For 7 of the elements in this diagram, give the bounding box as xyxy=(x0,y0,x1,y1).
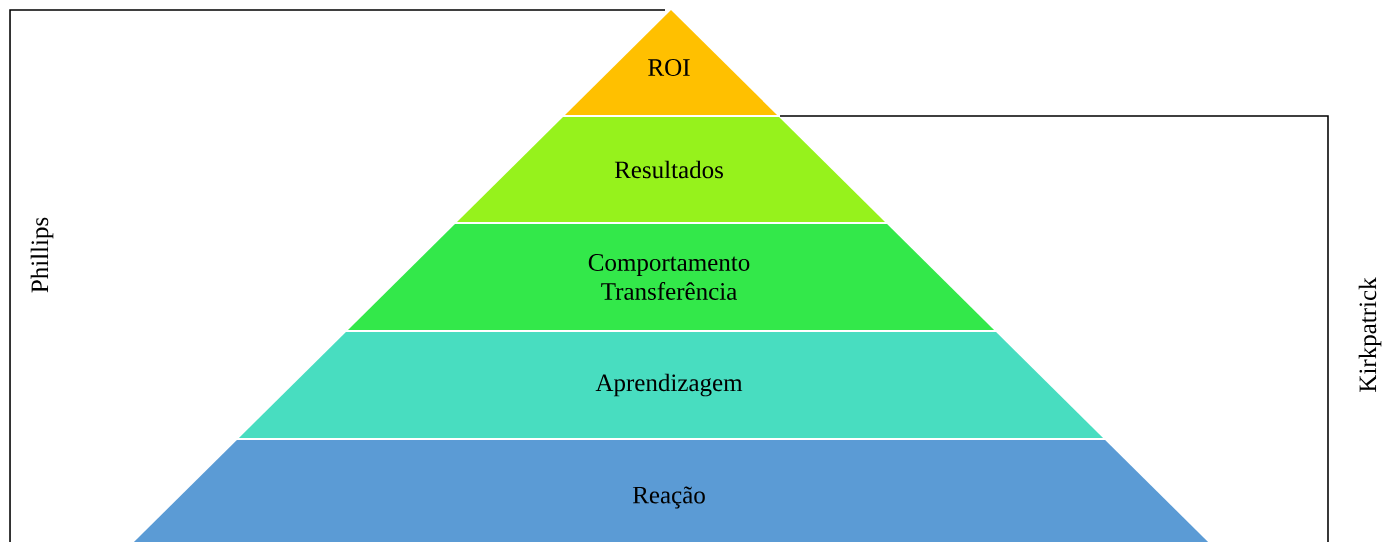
pyramid-level: Reação xyxy=(115,440,1227,542)
pyramid-level: Aprendizagem xyxy=(238,332,1104,438)
pyramid-level: Resultados xyxy=(457,117,886,222)
side-label: Phillips xyxy=(30,217,54,293)
side-label: Kirkpatrick xyxy=(1358,277,1382,392)
pyramid-level: Comportamento Transferência xyxy=(347,224,995,330)
pyramid-level: ROI xyxy=(565,10,777,115)
